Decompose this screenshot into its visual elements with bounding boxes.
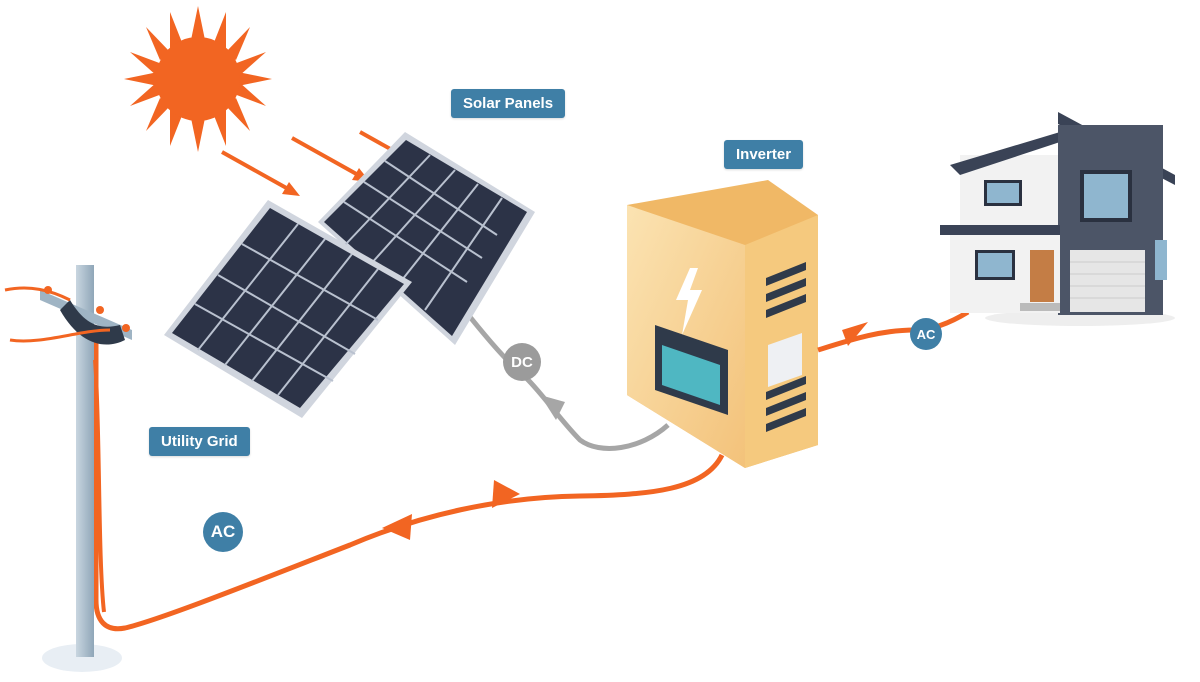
ac-arrow-grid-left-icon: [382, 514, 412, 540]
utility-grid-label: Utility Grid: [149, 427, 250, 456]
sun-icon: [124, 6, 272, 152]
solar-panel-front: [164, 200, 412, 418]
inverter-sticker: [768, 333, 802, 387]
ac-cable-grid: [93, 330, 725, 632]
ac-house-badge: AC: [910, 318, 942, 350]
ac-cable-house: [817, 309, 970, 353]
ac-arrow-house-icon: [842, 322, 868, 346]
dc-badge: DC: [503, 343, 541, 381]
ac-grid-badge: AC: [203, 512, 243, 552]
dc-arrow-icon: [540, 395, 565, 420]
solar-panel-back: [318, 132, 535, 345]
utility-pole-icon: [4, 265, 132, 672]
house-icon: [940, 112, 1175, 326]
inverter-unit: [627, 180, 818, 468]
ac-arrow-grid-right-icon: [492, 480, 520, 508]
solar-panels-label: Solar Panels: [451, 89, 566, 118]
lightning-icon: [676, 268, 702, 335]
inverter-label: Inverter: [724, 140, 804, 169]
inverter-vents: [766, 262, 806, 432]
